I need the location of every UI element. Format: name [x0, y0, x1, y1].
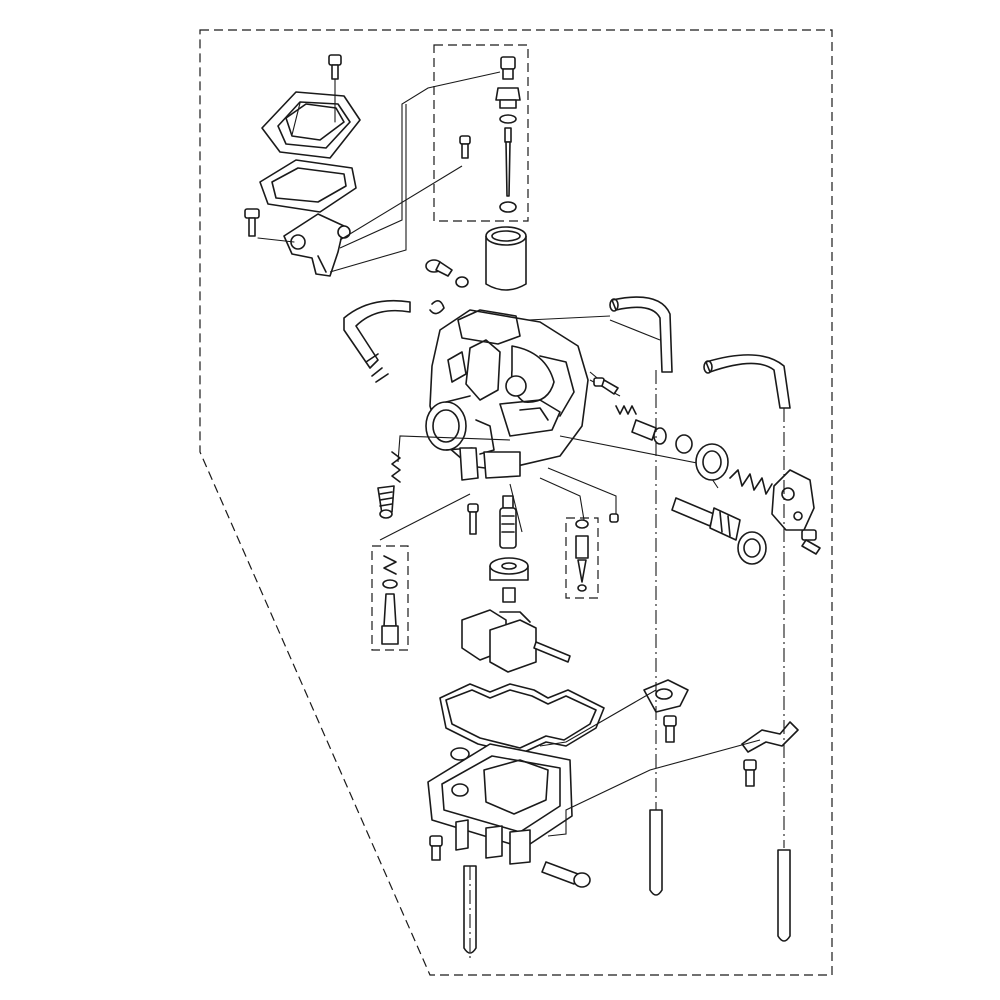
carburetor-base	[459, 447, 521, 481]
pilot-screw-group-box	[371, 545, 409, 651]
choke-cover-screw	[801, 529, 821, 555]
bracket-screw	[663, 715, 677, 743]
throttle-stop-screw	[377, 485, 395, 519]
choke-cover	[771, 469, 815, 531]
pilot-jet	[467, 503, 479, 535]
bowl-o-ring	[450, 747, 470, 761]
throttle-lever	[283, 213, 351, 277]
starter-plunger	[671, 497, 767, 565]
float-needle	[575, 519, 589, 592]
needle-jet	[499, 495, 517, 549]
vent-hose-right-upper	[609, 296, 673, 373]
clamp-screw	[743, 759, 757, 787]
vent-hose-left	[343, 299, 411, 369]
lever-screw	[244, 208, 295, 243]
idle-screw	[425, 259, 469, 288]
jet-holder	[489, 557, 529, 581]
drain-screw	[541, 861, 591, 888]
needle-spacer	[495, 87, 521, 109]
choke-plunger	[631, 419, 667, 445]
float	[461, 609, 537, 673]
choke-nut	[695, 443, 729, 481]
top-cover	[261, 91, 361, 159]
throttle-valve	[485, 226, 527, 291]
float-bowl-gasket	[439, 683, 605, 755]
needle-group-screw	[459, 135, 471, 159]
pilot-screw	[381, 593, 399, 645]
choke-spring	[729, 469, 773, 495]
choke-spring-small	[615, 405, 637, 415]
hose-clip	[429, 300, 445, 315]
pilot-spring	[383, 555, 397, 575]
choke-screw	[593, 377, 619, 395]
hose-bracket-washer	[643, 679, 689, 713]
needle-valve-group-box	[565, 517, 599, 599]
needle-clip	[499, 114, 517, 124]
pilot-o-ring	[382, 579, 398, 589]
main-jet	[502, 587, 516, 603]
vent-hose-right-lower	[703, 354, 791, 409]
clip-left	[371, 367, 389, 383]
cover-screw	[328, 54, 342, 123]
drain-tube-right	[777, 849, 791, 942]
needle-group-box	[433, 44, 529, 222]
choke-o-ring	[675, 434, 693, 454]
float-bowl	[427, 743, 573, 865]
carburetor-body	[429, 309, 589, 471]
drain-tube-center	[649, 809, 663, 896]
needle-cap	[500, 56, 516, 80]
bowl-screw-left	[429, 835, 443, 861]
hose-clamp	[741, 721, 799, 753]
assembly-boundary	[199, 29, 833, 976]
cover-gasket	[259, 159, 357, 213]
float-pin	[533, 641, 571, 663]
jet-needle	[504, 127, 512, 197]
needle-seat-washer	[499, 201, 517, 213]
float-screw	[609, 513, 619, 523]
idle-spring	[391, 451, 401, 483]
